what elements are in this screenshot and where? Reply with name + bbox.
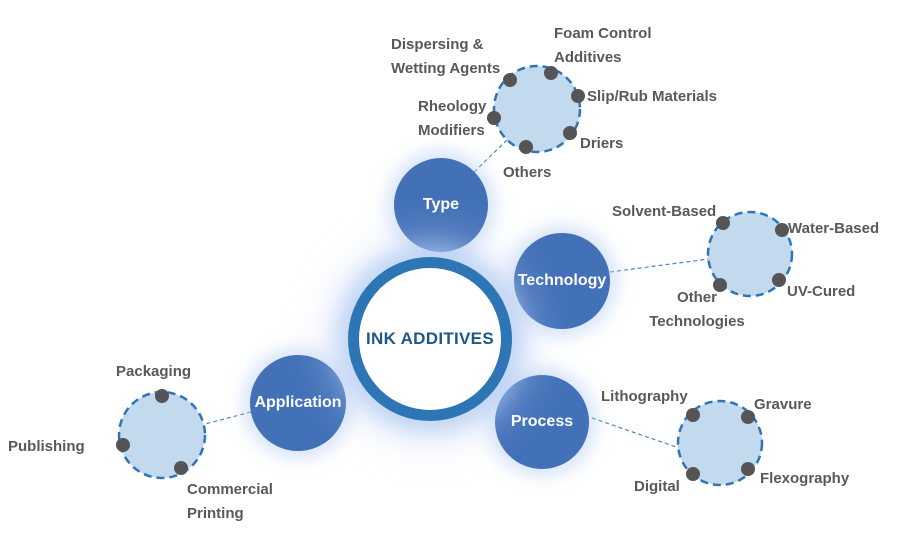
label-commercial-printing: Commercial Printing [187, 481, 273, 522]
technology-satellite-circle [706, 210, 794, 298]
dot-gravure [741, 410, 755, 424]
center-node: INK ADDITIVES [348, 257, 512, 421]
application-satellite-circle [117, 390, 207, 480]
label-solvent-based: Solvent-Based [612, 203, 717, 220]
dot-driers [563, 126, 577, 140]
connector-technology [609, 258, 710, 273]
dot-commercial-printing [174, 461, 188, 475]
label-publishing: Publishing [8, 438, 85, 455]
center-label: INK ADDITIVES [366, 329, 494, 348]
dot-water-based [775, 223, 789, 237]
label-driers: Driers [580, 135, 624, 152]
dot-solvent-based [716, 216, 730, 230]
dot-digital [686, 467, 700, 481]
connector-process [591, 417, 680, 449]
label-gravure: Gravure [754, 396, 812, 413]
dot-uv-cured [772, 273, 786, 287]
dot-dispersing-wetting [503, 73, 517, 87]
category-node-type: Type [394, 158, 488, 252]
connector-application [204, 411, 252, 425]
connector-type [473, 139, 508, 173]
category-node-technology: Technology [514, 233, 610, 329]
label-uv-cured: UV-Cured [787, 283, 856, 300]
category-label-application: Application [254, 394, 342, 411]
dot-publishing [116, 438, 130, 452]
label-water-based: Water-Based [788, 220, 880, 237]
dot-other-technologies [713, 278, 727, 292]
category-label-process: Process [510, 413, 574, 430]
label-lithography: Lithography [601, 388, 688, 405]
label-other-technologies: Other Technologies [649, 289, 745, 330]
dot-flexography [741, 462, 755, 476]
label-digital: Digital [634, 478, 680, 495]
label-flexography: Flexography [760, 470, 850, 487]
dot-rheology [487, 111, 501, 125]
label-foam-control-additives: Foam Control Additives [554, 25, 652, 66]
label-slip-rub-materials: Slip/Rub Materials [587, 88, 718, 105]
process-satellite-circle [676, 399, 764, 487]
dot-slip-rub [571, 89, 585, 103]
label-packaging: Packaging [116, 363, 192, 380]
label-others: Others [503, 164, 552, 181]
category-node-process: Process [495, 375, 589, 469]
dot-others [519, 140, 533, 154]
category-node-application: Application [250, 355, 346, 451]
label-rheology-modifiers: Rheology Modifiers [418, 98, 487, 139]
type-satellite-circle [492, 64, 582, 154]
label-dispersing-wetting-agents: Dispersing & Wetting Agents [391, 36, 501, 77]
dot-foam-control [544, 66, 558, 80]
category-label-technology: Technology [517, 272, 607, 289]
category-label-type: Type [422, 196, 460, 213]
dot-packaging [155, 389, 169, 403]
dot-lithography [686, 408, 700, 422]
